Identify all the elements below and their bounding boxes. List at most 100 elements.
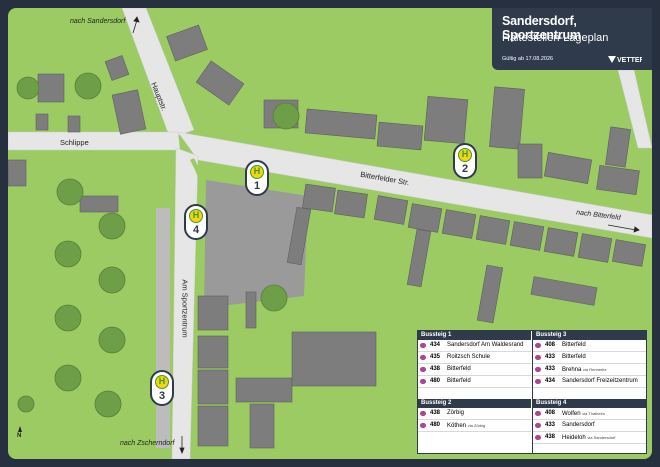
building [543,227,579,257]
stop-number: 3 [158,390,166,402]
route-badge-icon [420,343,426,348]
bay-header: Bussteig 4 [533,399,646,408]
route-badge-icon [420,423,426,428]
map-graphic [8,8,652,459]
building [489,86,525,150]
building [35,113,49,131]
page-title: Sandersdorf, Sportzentrum [502,14,581,42]
building [79,195,119,213]
valid-from: Gültig ab 17.08.2026 [502,56,554,62]
tree [272,102,300,130]
building [166,24,208,62]
route-row: 438 Zörbig [418,408,531,420]
building [104,55,130,81]
building [197,405,229,447]
route-via: via Zörbig [467,423,486,428]
parking-lot [204,180,308,308]
building [286,206,312,266]
roads [8,8,652,459]
destination-name: Köthen [447,423,467,429]
route-badge-icon [420,355,426,360]
route-destination: Heideloh via Sandersdorf [562,432,615,444]
route-row: 434 Sandersdorf Am Waldesrand [418,340,531,352]
tree [17,395,35,413]
bus-stop-icon: H [250,165,264,179]
route-via: via Sandersdorf [587,435,616,440]
tree [54,240,82,268]
route-destination: Bitterfeld [447,378,471,384]
bay-header: Bussteig 3 [533,331,646,340]
road-hauptstr [121,8,195,139]
building [249,403,275,449]
buildings [8,24,647,449]
route-badge-icon [535,367,541,372]
building [302,183,336,213]
destination-name: Brehna [562,367,582,373]
building [517,143,543,179]
building [530,276,598,306]
route-destination: Sandersdorf Am Waldesrand [447,342,524,348]
route-destination: Zörbig [447,410,465,416]
building [235,377,293,403]
street-am-sportzentrum: Am Sportzentrum [180,279,190,338]
stop-number: 1 [253,180,261,192]
building [543,152,593,184]
route-number: 480 [430,378,441,384]
route-row: 438 Heideloh via Sandersdorf [533,432,646,444]
building [596,164,640,196]
route-badge-icon [535,423,541,428]
route-number: 434 [430,342,441,348]
building [509,221,545,251]
bus-stop-1[interactable]: H 1 [245,160,269,196]
bus-stop-icon: H [458,148,472,162]
route-destination: Wolfen via Thalheim [562,408,605,420]
vetter-logo: VETTER [608,56,642,64]
street-schlippe: Schlippe [60,138,89,147]
bus-stop-icon: H [189,209,203,223]
route-badge-icon [535,343,541,348]
route-number: 438 [430,410,441,416]
bus-stop-3[interactable]: H 3 [150,370,174,406]
building [197,295,229,331]
column-divider [532,331,533,453]
corner-curve [190,158,208,198]
building [195,60,245,106]
trees [16,72,300,418]
route-number: 438 [430,366,441,372]
route-number: 438 [545,434,556,440]
building [373,195,409,225]
label-nach-zscherndorf: nach Zscherndorf [120,440,175,447]
route-via: via Renneritz [583,367,607,372]
bus-stop-2[interactable]: H 2 [453,143,477,179]
route-destination: Sandersdorf Freizeitzentrum [562,378,638,384]
route-number: 435 [430,354,441,360]
route-via: via Thalheim [582,411,605,416]
building [407,203,443,233]
building [475,215,511,245]
tree [94,390,122,418]
label-nach-sandersdorf: nach Sandersdorf [70,18,126,25]
bus-stop-4[interactable]: H 4 [184,204,208,240]
building [577,233,613,263]
stop-number: 4 [192,224,200,236]
building [8,159,27,187]
building [334,189,368,219]
route-destination: Sandersdorf [562,422,595,428]
route-row: 480 Bitterfeld [418,376,531,388]
route-destination: Brehna via Renneritz [562,364,606,376]
tree [260,284,288,312]
route-destination: Bitterfeld [562,354,586,360]
